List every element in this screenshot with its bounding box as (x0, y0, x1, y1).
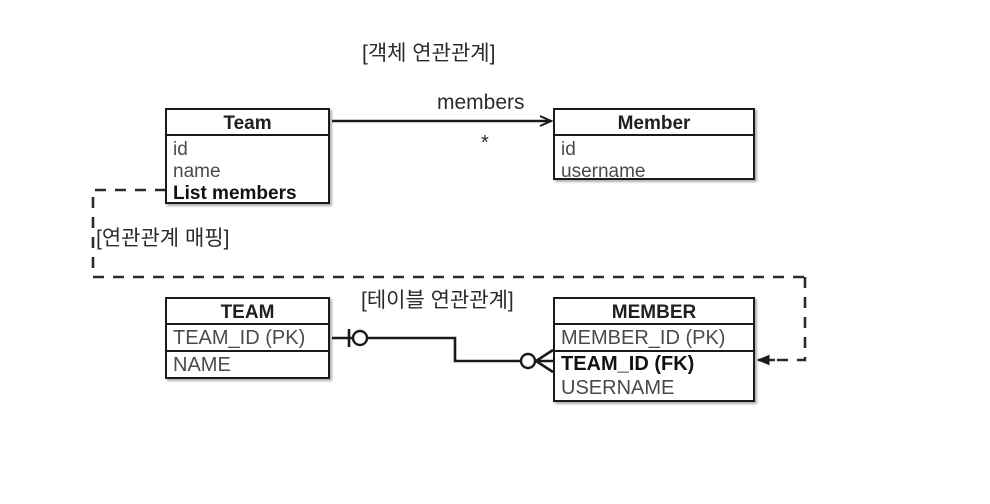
class-name-member: Member (555, 110, 753, 136)
table-name-team: TEAM (167, 299, 328, 325)
table-column-row: MEMBER_ID (PK) (555, 325, 753, 352)
many-notation-circle (519, 352, 537, 370)
title-object-relation: [객체 연관관계] (362, 42, 496, 65)
attribute-row: username (561, 161, 646, 182)
multiplicity-label: * (481, 132, 489, 154)
class-attributes-member: id username (555, 136, 753, 182)
table-column-row: TEAM_ID (FK) (561, 353, 695, 375)
class-attributes-team: id name List members (167, 136, 328, 204)
attribute-row: List members (173, 183, 297, 204)
table-box-member: MEMBER MEMBER_ID (PK) TEAM_ID (FK) USERN… (553, 297, 755, 402)
table-box-team: TEAM TEAM_ID (PK) NAME (165, 297, 330, 379)
table-column-row: NAME (173, 354, 231, 376)
crows-foot (535, 348, 554, 374)
attribute-row: id (173, 139, 188, 160)
table-column-row: USERNAME (561, 377, 675, 399)
class-name-team: Team (167, 110, 328, 136)
attribute-row: name (173, 161, 221, 182)
table-column-row: TEAM_ID (PK) (167, 325, 328, 352)
attribute-row: id (561, 139, 576, 160)
association-label-members: members (437, 91, 525, 114)
table-name-member: MEMBER (555, 299, 753, 325)
one-notation-circle (351, 329, 369, 347)
title-table-relation: [테이블 연관관계] (361, 289, 514, 312)
title-mapping: [연관관계 매핑] (96, 227, 230, 250)
class-box-member: Member id username (553, 108, 755, 182)
fk-relationship-connector (332, 329, 554, 374)
class-box-team: Team id name List members (165, 108, 330, 204)
